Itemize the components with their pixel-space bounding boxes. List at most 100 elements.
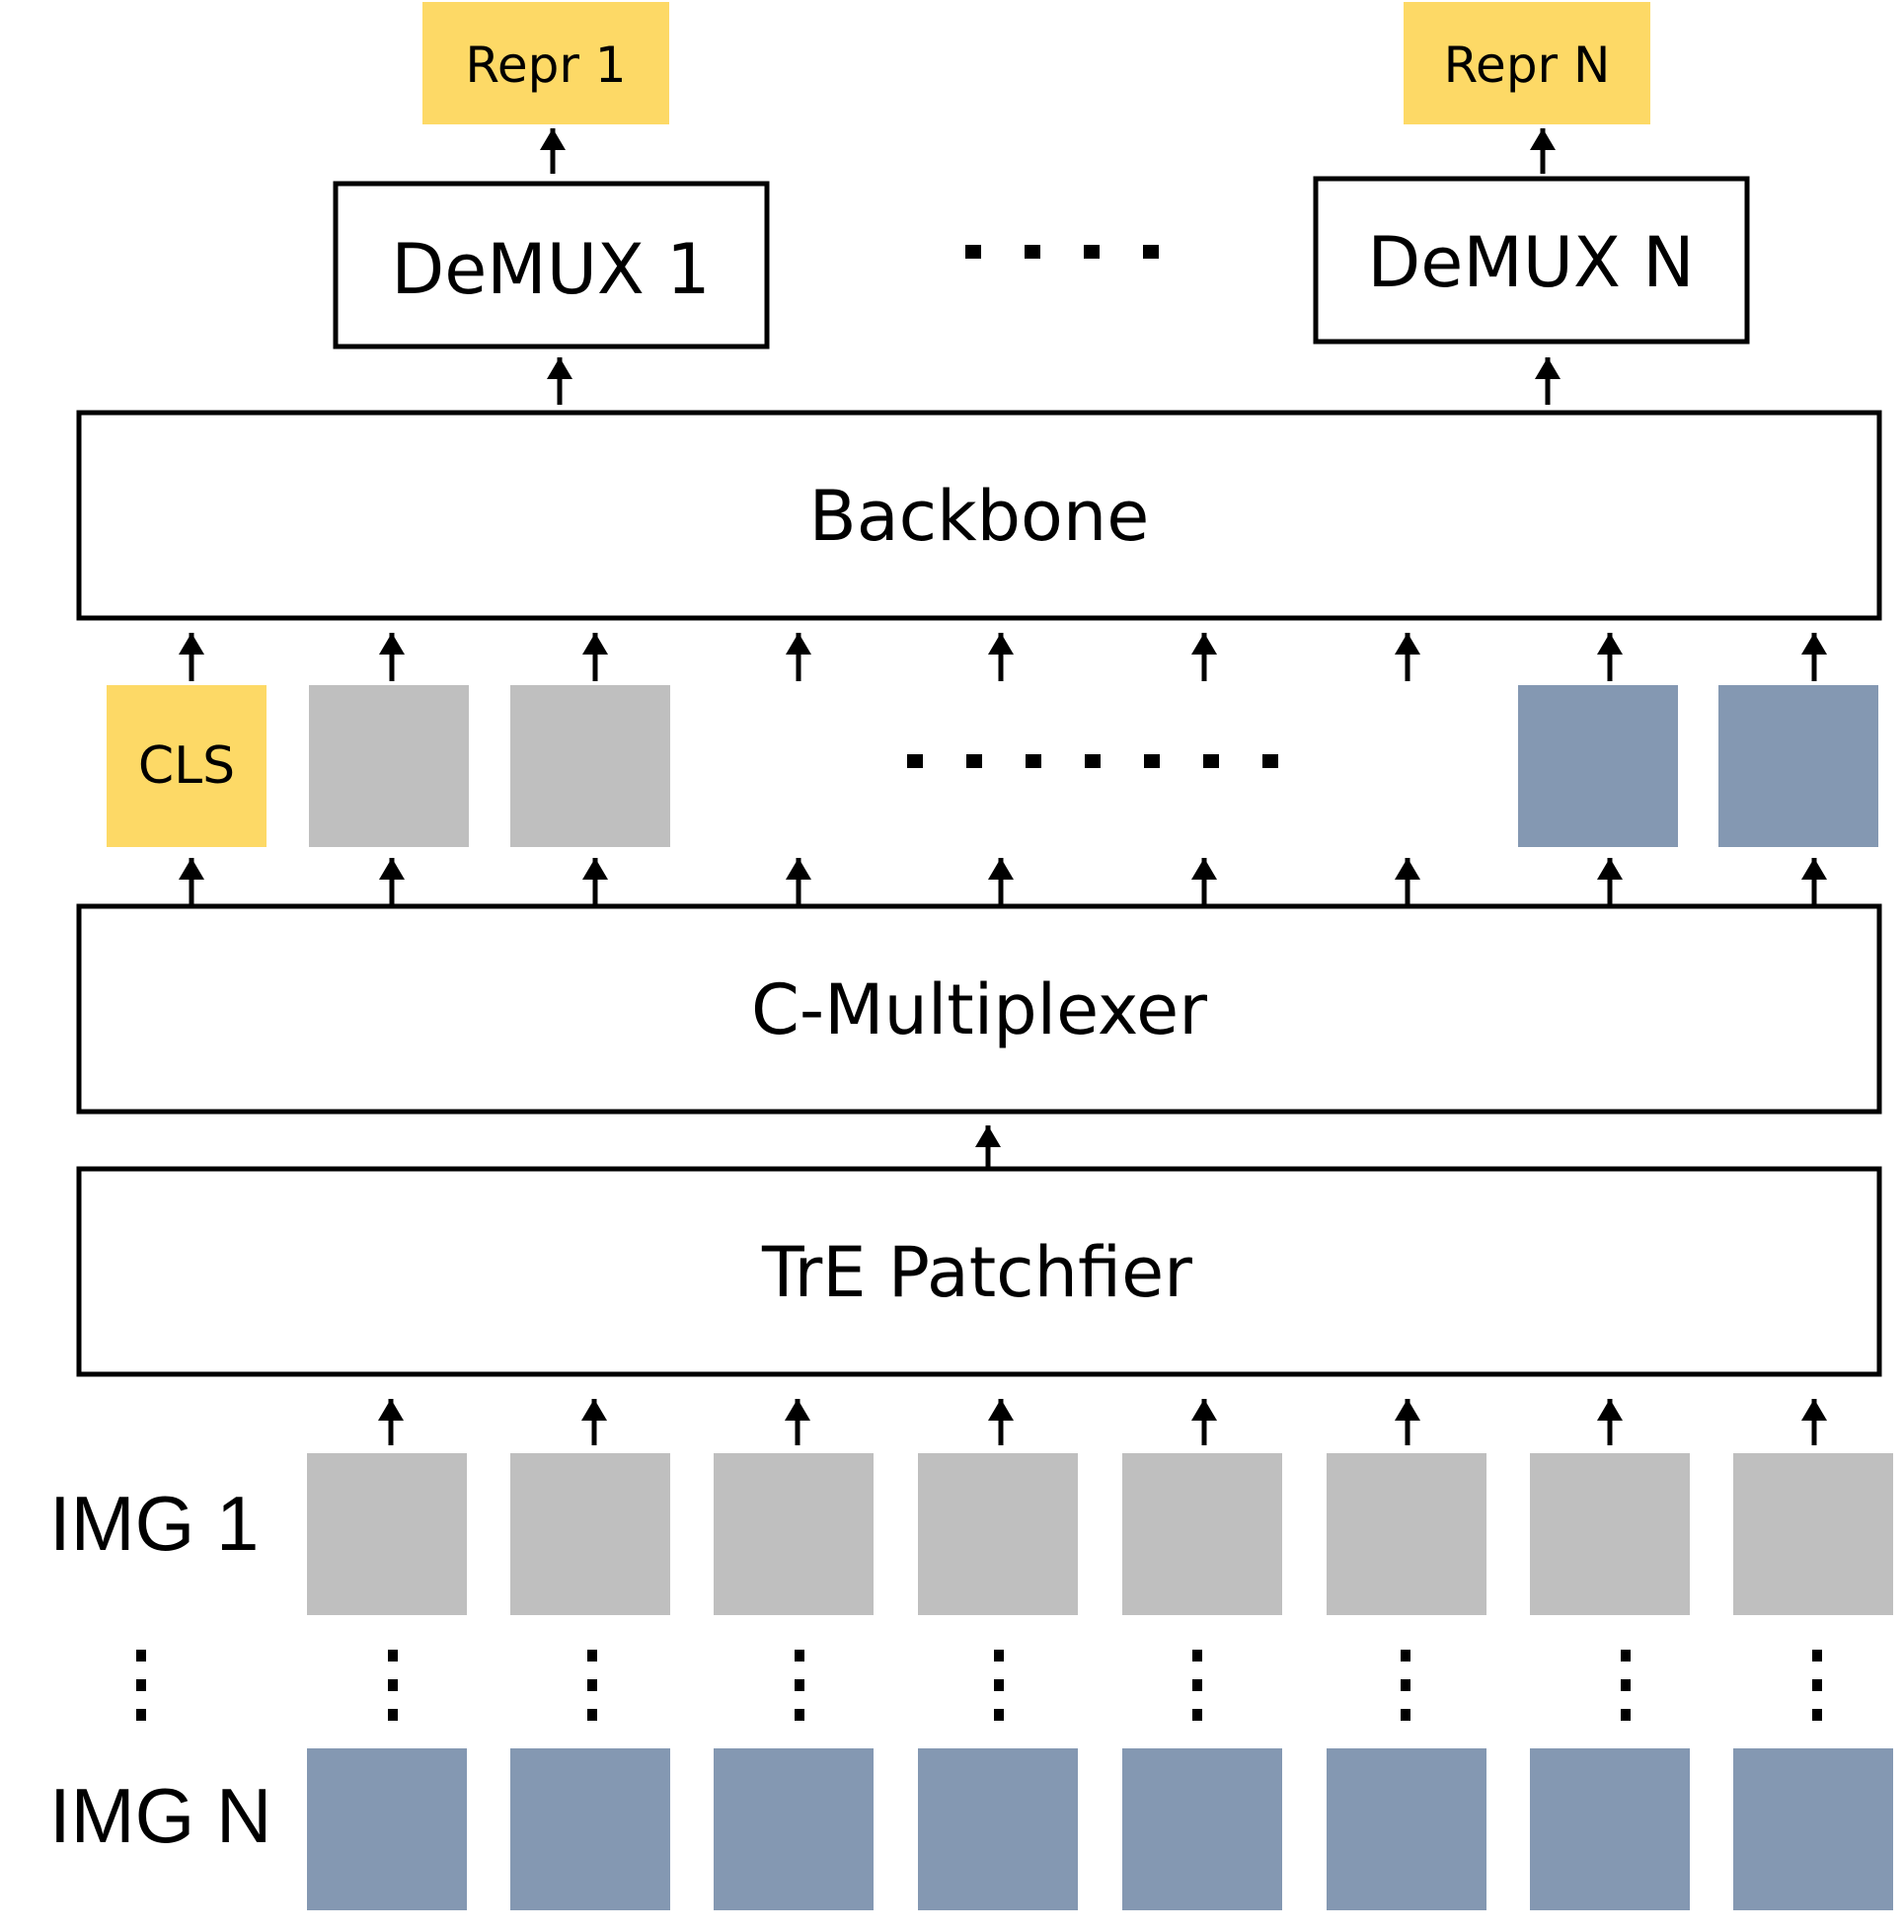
img-n-patch	[1530, 1748, 1690, 1910]
token-blue-1	[1518, 685, 1678, 847]
arrow-multiplexer-to-token-head	[786, 858, 811, 880]
repr-n-box	[1404, 2, 1650, 124]
vertical-dot	[1621, 1709, 1631, 1721]
vertical-dot	[1401, 1709, 1410, 1721]
arrow-patchifier-to-multiplexer-head	[975, 1125, 1001, 1147]
backbone-box	[76, 410, 1882, 621]
backbone-label: Backbone	[809, 476, 1150, 557]
img-n-patch	[714, 1748, 874, 1910]
vertical-dot	[795, 1650, 804, 1662]
arrow-multiplexer-to-token-head	[1801, 858, 1827, 880]
vertical-dot	[136, 1679, 146, 1691]
vertical-dot	[1401, 1679, 1410, 1691]
img-n-patch	[1733, 1748, 1893, 1910]
vertical-dot	[136, 1650, 146, 1662]
img-n-patch	[510, 1748, 670, 1910]
img-1-patch	[918, 1453, 1078, 1615]
arrow-backbone-to-demux1-head	[547, 357, 572, 379]
vertical-ellipses	[136, 1650, 1822, 1721]
arrow-patch-to-patchifier-head	[785, 1399, 810, 1421]
arrows	[179, 128, 1827, 1445]
demux-n-label: DeMUX N	[1367, 222, 1694, 303]
vertical-dot	[1812, 1709, 1822, 1721]
img-1-patches	[307, 1453, 1893, 1615]
img-1-patch	[1327, 1453, 1486, 1615]
arrow-token-to-backbone-head	[1801, 633, 1827, 655]
demux-ellipsis	[965, 245, 1159, 259]
cls-token	[107, 685, 267, 847]
arrow-patch-to-patchifier-head	[581, 1399, 607, 1421]
repr-1-label: Repr 1	[465, 37, 626, 94]
arrow-patch-to-patchifier-head	[1395, 1399, 1420, 1421]
demux-1-box	[333, 181, 770, 349]
img-n-patch	[1327, 1748, 1486, 1910]
arrow-multiplexer-to-token-head	[379, 858, 405, 880]
arrow-token-to-backbone-head	[379, 633, 405, 655]
vertical-dot	[1192, 1650, 1202, 1662]
arrow-token-to-backbone-head	[1191, 633, 1217, 655]
arrow-demux1-to-repr1-head	[540, 128, 566, 150]
token-blue-2	[1718, 685, 1878, 847]
vertical-dot	[994, 1650, 1004, 1662]
cls-token-label: CLS	[138, 736, 235, 796]
img-1-patch	[1733, 1453, 1893, 1615]
arrow-demuxn-to-repr1-head	[1530, 128, 1556, 150]
arrow-token-to-backbone-head	[179, 633, 204, 655]
multiplexer-box	[76, 903, 1882, 1115]
arrow-multiplexer-to-token-head	[988, 858, 1014, 880]
vertical-dot	[388, 1650, 398, 1662]
vertical-dot	[388, 1709, 398, 1721]
img-1-patch	[307, 1453, 467, 1615]
arrow-token-to-backbone-head	[1395, 633, 1420, 655]
img-n-patch	[1122, 1748, 1282, 1910]
img-1-label: IMG 1	[49, 1480, 259, 1567]
vertical-dot	[388, 1679, 398, 1691]
arrow-multiplexer-to-token-head	[1395, 858, 1420, 880]
img-n-label: IMG N	[49, 1772, 271, 1859]
img-n-patch	[918, 1748, 1078, 1910]
patchifier-box	[76, 1166, 1882, 1377]
arrow-token-to-backbone-head	[1597, 633, 1623, 655]
token-ellipsis	[907, 754, 1278, 768]
arrow-multiplexer-to-token-head	[179, 858, 204, 880]
img-n-patches	[307, 1748, 1893, 1910]
arrow-multiplexer-to-token-head	[582, 858, 608, 880]
vertical-dot	[994, 1709, 1004, 1721]
vertical-dot	[795, 1709, 804, 1721]
patchifier-label: TrE Patchfier	[761, 1232, 1192, 1313]
vertical-dot	[1192, 1709, 1202, 1721]
arrow-token-to-backbone-head	[582, 633, 608, 655]
arrow-patch-to-patchifier-head	[1191, 1399, 1217, 1421]
token-gray-1	[309, 685, 469, 847]
demux-n-box	[1313, 176, 1750, 345]
vertical-dot	[795, 1679, 804, 1691]
repr-1-box	[422, 2, 669, 124]
arrow-patch-to-patchifier-head	[988, 1399, 1014, 1421]
arrow-multiplexer-to-token-head	[1191, 858, 1217, 880]
vertical-dot	[1621, 1650, 1631, 1662]
multiplexer-label: C-Multiplexer	[751, 969, 1207, 1050]
vertical-dot	[587, 1679, 597, 1691]
img-1-patch	[1530, 1453, 1690, 1615]
arrow-token-to-backbone-head	[786, 633, 811, 655]
vertical-dot	[1401, 1650, 1410, 1662]
vertical-dot	[994, 1679, 1004, 1691]
vertical-dot	[587, 1650, 597, 1662]
img-n-patch	[307, 1748, 467, 1910]
token-gray-2	[510, 685, 670, 847]
vertical-dot	[1812, 1650, 1822, 1662]
arrow-token-to-backbone-head	[988, 633, 1014, 655]
arrow-backbone-to-demuxn-head	[1535, 357, 1561, 379]
arrow-patch-to-patchifier-head	[378, 1399, 404, 1421]
arrow-patch-to-patchifier-head	[1597, 1399, 1623, 1421]
vertical-dot	[136, 1709, 146, 1721]
vertical-dot	[1621, 1679, 1631, 1691]
img-1-patch	[510, 1453, 670, 1615]
arrow-multiplexer-to-token-head	[1597, 858, 1623, 880]
img-1-patch	[714, 1453, 874, 1615]
repr-n-label: Repr N	[1444, 37, 1611, 94]
vertical-dot	[1812, 1679, 1822, 1691]
vertical-dot	[587, 1709, 597, 1721]
img-1-patch	[1122, 1453, 1282, 1615]
